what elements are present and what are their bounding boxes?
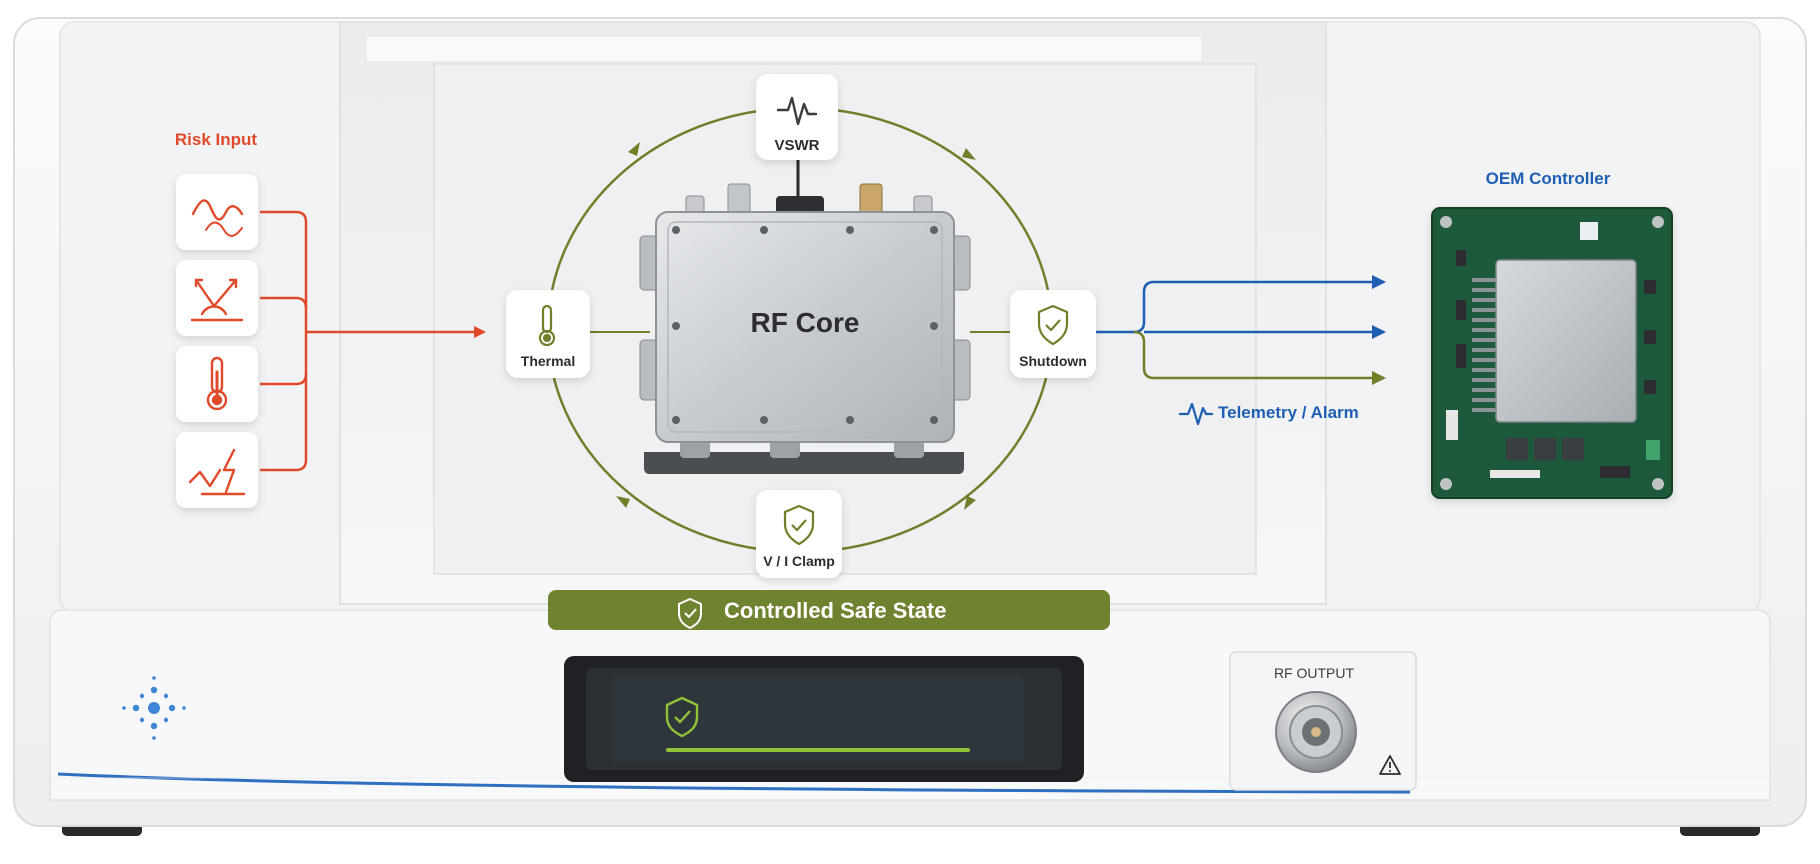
shield-check-icon	[783, 504, 815, 546]
controller-title: OEM Controller	[1486, 169, 1611, 188]
thermometer-icon	[206, 356, 228, 411]
risk-card-waveform	[176, 174, 258, 250]
thermal-node: Thermal	[521, 304, 575, 369]
risk-card-surge	[176, 432, 258, 508]
clamp-label: V / I Clamp	[763, 553, 835, 569]
vswr-node: VSWR	[775, 96, 820, 154]
safe-state-banner: Controlled Safe State	[548, 590, 1110, 630]
clamp-node: V / I Clamp	[763, 504, 835, 569]
bay-lip	[365, 35, 1203, 63]
heatsink-fins	[1472, 278, 1500, 412]
safe-state-label: Controlled Safe State	[724, 598, 946, 623]
shutdown-node-card	[1010, 290, 1096, 378]
core-label: RF Core	[751, 307, 860, 338]
display-inner	[612, 676, 1024, 762]
rf-core-module: RF Core	[639, 183, 971, 474]
rf-output-section: RF OUTPUT	[1229, 651, 1417, 791]
clamp-node-card	[756, 490, 842, 578]
waveform-icon	[191, 199, 244, 237]
pcb-components	[1446, 222, 1660, 478]
front-display	[564, 656, 1084, 782]
controller-heatsink	[1495, 259, 1637, 423]
loop-arrow-bottom-right	[964, 496, 976, 510]
telemetry-arrows: Telemetry / Alarm	[1096, 275, 1386, 426]
core-housing	[655, 211, 955, 443]
rf-output-label: RF OUTPUT	[1274, 665, 1355, 681]
risk-wires	[260, 210, 486, 472]
core-screws	[672, 226, 938, 424]
loop-arrow-bottom-left	[616, 496, 630, 508]
risk-input-group: Risk Input	[175, 130, 486, 508]
telemetry-label: Telemetry / Alarm	[1218, 403, 1359, 422]
pulse-icon	[1178, 402, 1214, 426]
thermal-label: Thermal	[521, 353, 575, 369]
loop-arrow-top-left	[628, 142, 640, 156]
core-lid-edge	[667, 221, 943, 433]
pulse-icon	[776, 96, 818, 126]
shutdown-node: Shutdown	[1019, 304, 1087, 369]
shield-check-icon	[1037, 304, 1069, 346]
shield-check-icon	[678, 598, 702, 629]
oem-controller: OEM Controller	[1431, 169, 1673, 499]
loop-arrow-top-right	[962, 148, 976, 160]
reflection-arrows-icon	[190, 278, 244, 322]
vswr-label: VSWR	[775, 137, 820, 154]
risk-input-title: Risk Input	[175, 130, 258, 149]
alarm-arrow-bottom	[1133, 330, 1386, 385]
warning-icon	[1379, 755, 1401, 775]
thermometer-icon	[538, 304, 556, 347]
thermal-node-card	[506, 290, 590, 378]
shield-check-icon	[665, 696, 699, 738]
risk-card-reflection	[176, 260, 258, 336]
core-base-plate	[644, 452, 964, 474]
shutdown-label: Shutdown	[1019, 353, 1087, 369]
brand-logo	[122, 676, 186, 740]
rf-output-connector[interactable]	[1275, 691, 1357, 773]
display-progress-fill	[666, 748, 970, 752]
pcb-mount-holes	[1440, 216, 1664, 490]
surge-bolt-icon	[188, 448, 246, 496]
